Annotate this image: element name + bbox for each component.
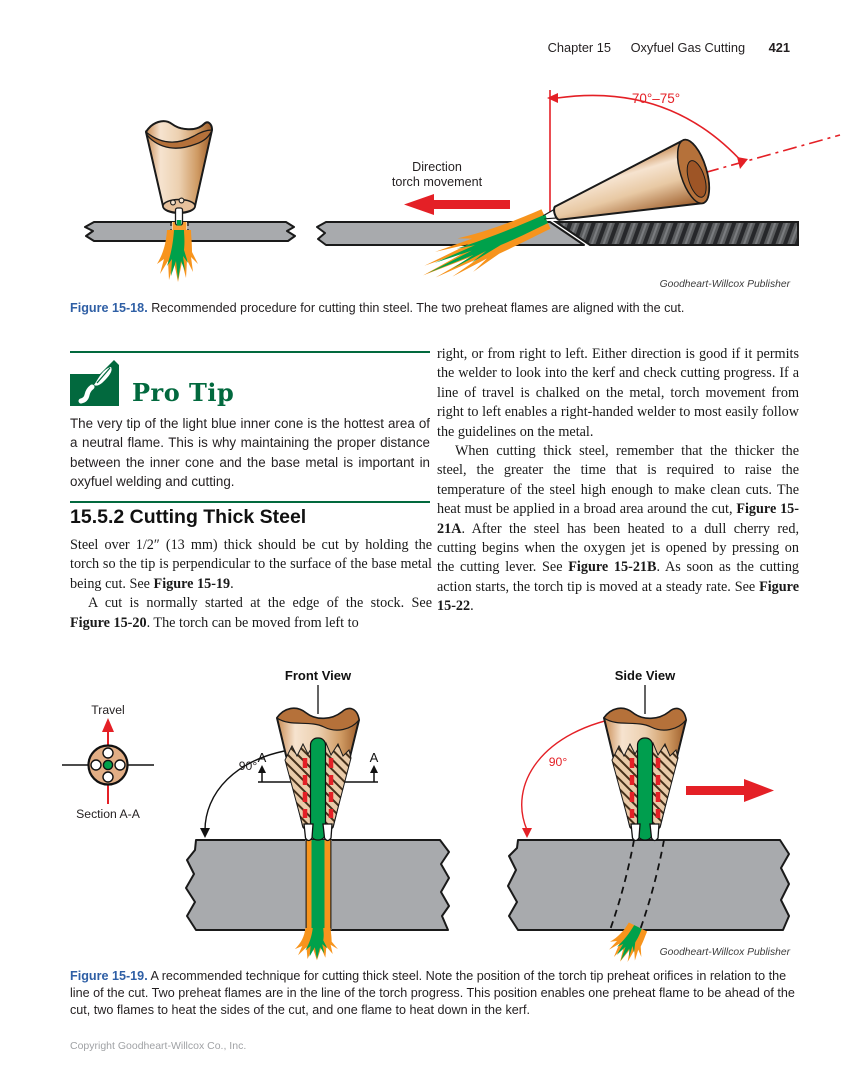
cut-plate-slag	[552, 221, 799, 246]
flame	[294, 928, 338, 961]
inner-cone	[176, 220, 182, 226]
oxygen-orifice	[102, 759, 114, 771]
preheat-orifice	[170, 199, 176, 206]
torch-cone	[540, 138, 711, 221]
pro-tip-bottom-rule	[70, 500, 430, 503]
figure-15-19-caption-text: A recommended technique for cutting thic…	[70, 969, 795, 1017]
travel-label: Travel	[91, 703, 124, 717]
paragraph: When cutting thick steel, remember that …	[437, 443, 800, 615]
thin-steel-angled-torch: 70°–75° Direction torch movement	[316, 90, 841, 290]
section-a-a-detail: Travel Section A-A	[62, 703, 154, 821]
angle-label: 70°–75°	[632, 91, 680, 106]
section-arrow-label-left: A	[258, 750, 267, 765]
torch-cone-rim	[144, 129, 213, 149]
thick-steel-plate-side	[507, 839, 790, 931]
paragraph: A cut is normally started at the edge of…	[70, 595, 432, 631]
front-view-label: Front View	[285, 668, 352, 683]
figure-15-19-caption: Figure 15-19. A recommended technique fo…	[70, 968, 802, 1019]
right-column: right, or from right to left. Either dir…	[437, 345, 799, 617]
angle-arc	[556, 94, 745, 165]
left-column: Steel over 1/2″ (13 mm) thick should be …	[70, 536, 432, 633]
copyright-line: Copyright Goodheart-Willcox Co., Inc.	[70, 1040, 247, 1052]
torch-cone-cutaway	[277, 708, 359, 840]
pro-tip-body: The very tip of the light blue inner con…	[70, 416, 430, 490]
running-head: Chapter 15 Oxyfuel Gas Cutting 421	[548, 40, 790, 55]
section-heading: 15.5.2 Cutting Thick Steel	[70, 506, 307, 528]
thin-steel-vertical-torch	[84, 120, 296, 282]
side-view: 90°	[507, 708, 790, 970]
direction-arrow	[404, 194, 510, 215]
preheat-orifice	[178, 197, 185, 204]
figure-15-18-illustration: 70°–75° Direction torch movement	[84, 90, 841, 290]
front-angle-arc	[204, 747, 304, 831]
publisher-credit: Goodheart-Willcox Publisher	[659, 947, 790, 958]
pro-tip-top-rule	[70, 351, 430, 353]
torch-cone-cutaway	[604, 708, 686, 840]
figure-15-18-caption-text: Recommended procedure for cutting thin s…	[147, 301, 685, 315]
front-angle-label: 90°	[239, 759, 258, 773]
front-view: 90° A A	[185, 708, 450, 961]
travel-arrow	[102, 718, 114, 732]
paragraph: Steel over 1/2″ (13 mm) thick should be …	[70, 537, 432, 592]
travel-direction-arrow	[686, 779, 774, 802]
chapter-number: Chapter 15	[547, 40, 611, 55]
chapter-title: Oxyfuel Gas Cutting	[630, 40, 746, 55]
pro-tip-brush-icon	[70, 360, 119, 406]
page-number: 421	[768, 40, 790, 55]
section-a-a-label: Section A-A	[76, 807, 141, 821]
figure-15-18-caption: Figure 15-18. Recommended procedure for …	[70, 300, 802, 317]
pro-tip-box: Pro Tip The very tip of the light blue i…	[70, 351, 430, 503]
publisher-credit: Goodheart-Willcox Publisher	[659, 279, 790, 290]
side-angle-label: 90°	[549, 755, 568, 769]
direction-label-line1: Direction	[412, 160, 462, 174]
figure-15-18-caption-label: Figure 15-18.	[70, 301, 148, 315]
figure-15-19-illustration: Front View Side View Travel Section A-A …	[62, 668, 790, 970]
figure-15-19-caption-label: Figure 15-19.	[70, 969, 148, 983]
side-angle-arc	[521, 715, 629, 831]
direction-label-line2: torch movement	[392, 175, 483, 189]
section-arrow-label-right: A	[370, 750, 379, 765]
paragraph: right, or from right to left. Either dir…	[437, 346, 799, 440]
pro-tip-title: Pro Tip	[132, 378, 235, 407]
side-view-label: Side View	[615, 668, 676, 683]
